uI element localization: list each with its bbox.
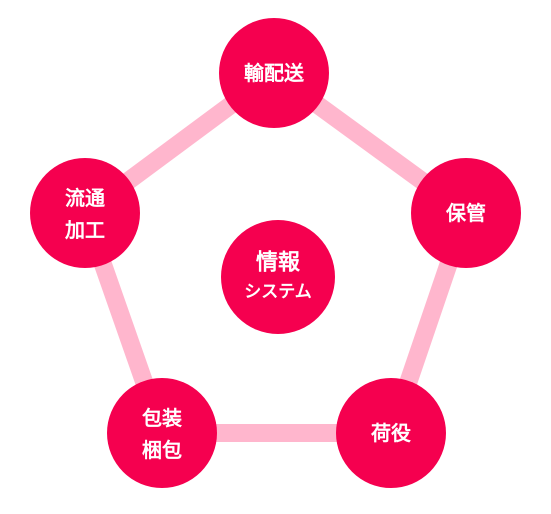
node-cargo-handling: 荷役 <box>336 378 446 488</box>
node-transport-circle <box>219 18 329 128</box>
node-packaging-label-line-1: 包装 <box>142 406 182 430</box>
node-packaging: 包装 梱包 <box>107 378 217 488</box>
center-circle <box>221 220 335 334</box>
node-cargo-handling-label: 荷役 <box>371 421 411 445</box>
node-transport-label: 輸配送 <box>244 61 305 85</box>
node-processing-label-line-2: 加工 <box>64 218 105 242</box>
node-processing-circle <box>30 158 140 268</box>
node-storage: 保管 <box>411 158 521 268</box>
node-storage-circle <box>411 158 521 268</box>
node-packaging-label-line-2: 梱包 <box>142 438 182 462</box>
node-packaging-circle <box>107 378 217 488</box>
node-processing-label-line-1: 流通 <box>65 186 105 210</box>
node-processing: 流通 加工 <box>30 158 140 268</box>
center-label-line-2: システム <box>244 282 312 302</box>
node-storage-label: 保管 <box>445 201 486 225</box>
center-node: 情報 システム <box>221 220 335 334</box>
node-transport: 輸配送 <box>219 18 329 128</box>
center-label-line-1: 情報 <box>256 250 301 276</box>
node-cargo-handling-circle <box>336 378 446 488</box>
